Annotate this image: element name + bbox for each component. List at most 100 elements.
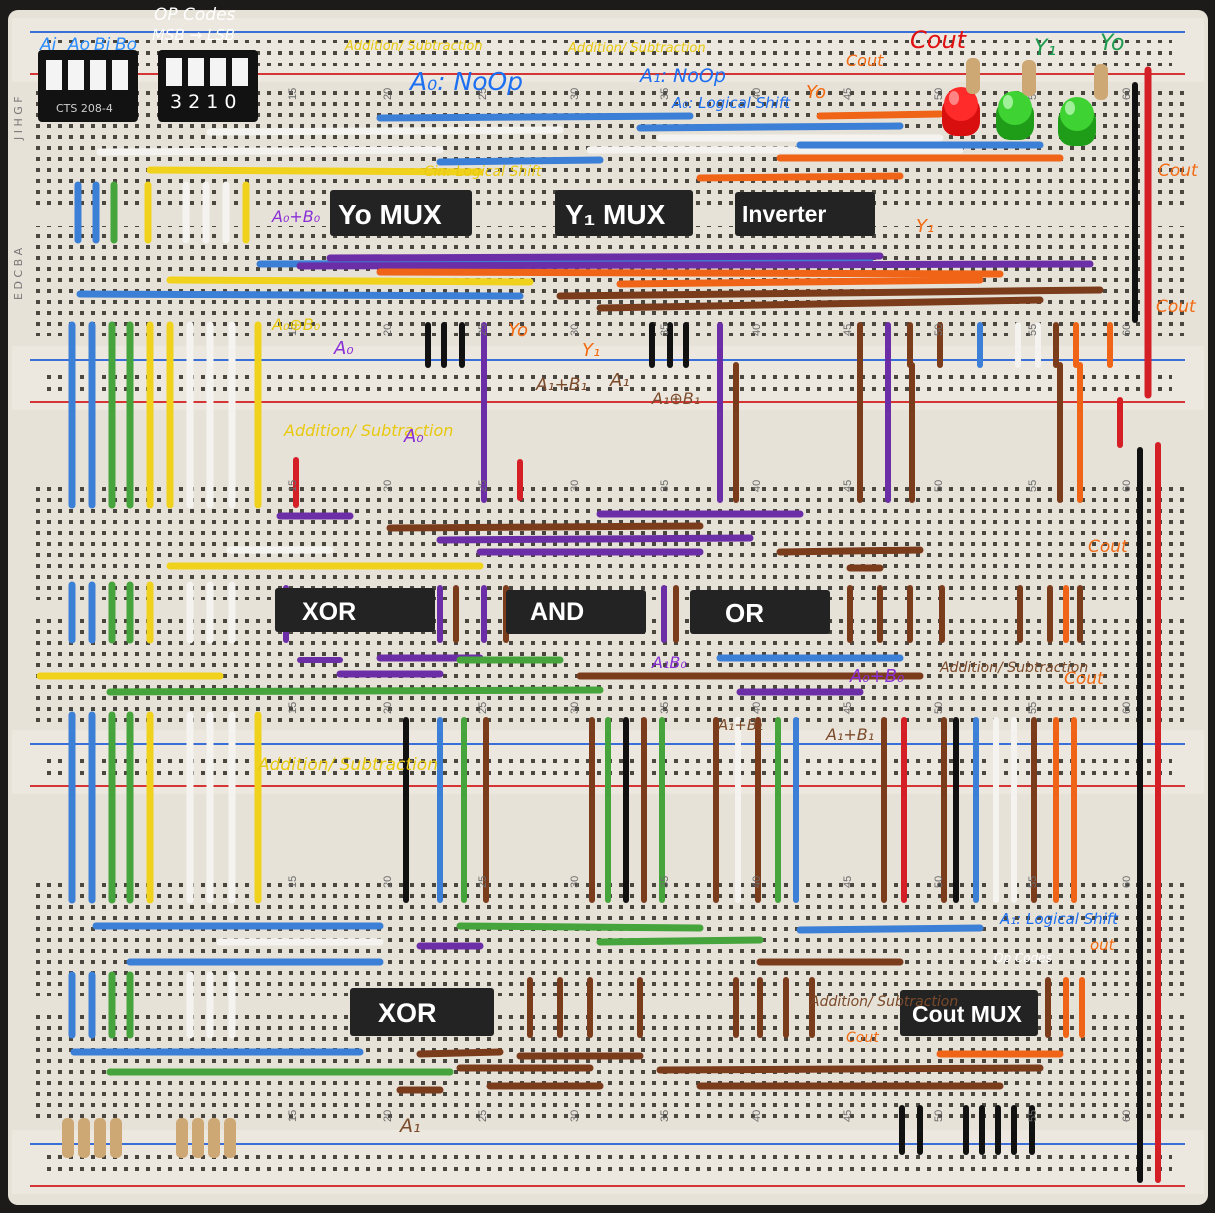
note-a0-bar: A₀ [333, 338, 354, 359]
column-number: 40 [751, 876, 763, 888]
led-label-cout: Cout [910, 26, 968, 54]
note-a1-plus-b1-2: A₁+B₁ [717, 716, 763, 734]
chip-y0-mux-label: Yo MUX [338, 199, 442, 230]
column-number: 15 [287, 324, 299, 336]
dip-label-ao: Ao [67, 35, 90, 55]
column-number: 60 [1121, 480, 1133, 492]
opcode-title: OP Codes [154, 5, 236, 25]
column-number: 50 [933, 88, 945, 100]
wire [636, 122, 904, 132]
column-number: 35 [659, 1110, 671, 1122]
note-y1-mid: Y₁ [582, 340, 600, 361]
chip-y1-mux-label: Y₁ MUX [565, 199, 666, 230]
power-rail-4 [12, 1130, 1204, 1194]
column-number: 25 [477, 324, 489, 336]
wire [386, 522, 704, 532]
wire [206, 126, 564, 136]
column-number: 60 [1121, 324, 1133, 336]
dip-label-bo: Bo [115, 35, 137, 55]
chip-and-label: AND [530, 598, 584, 626]
note-a1b0: A₁B₀ [651, 653, 687, 672]
wire [326, 252, 884, 262]
annotations: Addition/ Subtraction A₀: NoOp Addition/… [257, 39, 1199, 1137]
column-number: 30 [569, 324, 581, 336]
wire [146, 166, 484, 176]
note-y1-bar: Y₁ [916, 216, 934, 237]
column-number: 20 [382, 702, 394, 714]
dip-switch-opcodes[interactable]: 3 2 1 0 [158, 50, 258, 122]
column-number: 25 [477, 88, 489, 100]
led-label-y1: Y₁ [1034, 36, 1056, 61]
column-number: 30 [569, 88, 581, 100]
note-cout-right-1: Cout [1158, 161, 1199, 181]
note-a1-logical-shift: A₁: Logical Shift [999, 910, 1119, 928]
note-cout-right-2: Cout [1156, 297, 1197, 317]
chip-cout-mux: Cout MUX [900, 990, 1038, 1036]
wire [596, 936, 764, 946]
dip-part-text: CTS 208-4 [56, 102, 113, 115]
column-number: 35 [659, 324, 671, 336]
wire [616, 276, 984, 288]
note-a0-xor-b0: A₀⊕B₀ [271, 315, 321, 334]
note-a1-plus-b1: A₁+B₁ [535, 375, 587, 395]
opcode-order: MSB → LSB [152, 26, 235, 44]
note-a1-bottom: A₁ [398, 1115, 421, 1137]
wire [76, 290, 524, 300]
column-number: 60 [1121, 876, 1133, 888]
column-number: 45 [842, 480, 854, 492]
column-number: 15 [287, 88, 299, 100]
wire [106, 686, 604, 696]
chip-and: AND [506, 590, 646, 634]
note-a0-plus-b0: A₀+B₀ [271, 207, 321, 226]
wire [166, 276, 534, 286]
note-cout-bar: Cout [846, 51, 884, 70]
row-letters-top: J I H G F [12, 96, 25, 141]
chip-y1-mux: Y₁ MUX [555, 190, 693, 236]
led-y1 [996, 91, 1034, 140]
wire [696, 172, 904, 182]
row-letters-bottom: E D C B A [12, 247, 25, 300]
note-a1-noop: A₁: NoOp [638, 65, 726, 87]
wire [816, 110, 944, 120]
column-number: 25 [477, 702, 489, 714]
wire [456, 922, 704, 932]
note-cout-right-3: Cout [1088, 537, 1129, 557]
note-add-sub-1: Addition/ Subtraction [344, 39, 483, 54]
column-number: 35 [659, 88, 671, 100]
note-cin-logical-shift: Cin: Logical Shift [424, 164, 542, 180]
column-number: 55 [1027, 1110, 1039, 1122]
note-a1-xor-b1: A₁⊕B₁ [651, 389, 700, 408]
column-number: 15 [287, 876, 299, 888]
led-cout [942, 87, 980, 136]
column-number: 35 [659, 480, 671, 492]
column-number: 30 [569, 702, 581, 714]
column-number: 50 [933, 324, 945, 336]
chip-inverter: Inverter [735, 192, 875, 236]
wire [776, 546, 924, 556]
column-number: 40 [751, 480, 763, 492]
column-number: 55 [1027, 324, 1039, 336]
note-a1-bar: A₁ [609, 370, 630, 391]
note-cout-right-4: Cout [1064, 669, 1105, 689]
column-number: 55 [1027, 876, 1039, 888]
note-cout-mux-out: out [1090, 936, 1116, 954]
column-number: 45 [842, 1110, 854, 1122]
chip-or: OR [690, 590, 830, 634]
column-number: 60 [1121, 702, 1133, 714]
column-number: 30 [569, 480, 581, 492]
column-number: 40 [751, 88, 763, 100]
note-add-sub-5: Addition/ Subtraction [257, 755, 438, 775]
column-number: 50 [933, 876, 945, 888]
column-number: 45 [842, 88, 854, 100]
column-number: 15 [287, 702, 299, 714]
chip-xor-top-label: XOR [302, 598, 356, 626]
dip-switch-inputs[interactable]: CTS 208-4 [38, 50, 138, 122]
column-number: 40 [751, 1110, 763, 1122]
chip-xor-bottom-label: XOR [378, 998, 437, 1028]
column-number: 20 [382, 480, 394, 492]
column-number: 35 [659, 702, 671, 714]
column-number: 20 [382, 324, 394, 336]
column-number: 40 [751, 702, 763, 714]
note-cout-in: Cout [846, 1030, 879, 1046]
